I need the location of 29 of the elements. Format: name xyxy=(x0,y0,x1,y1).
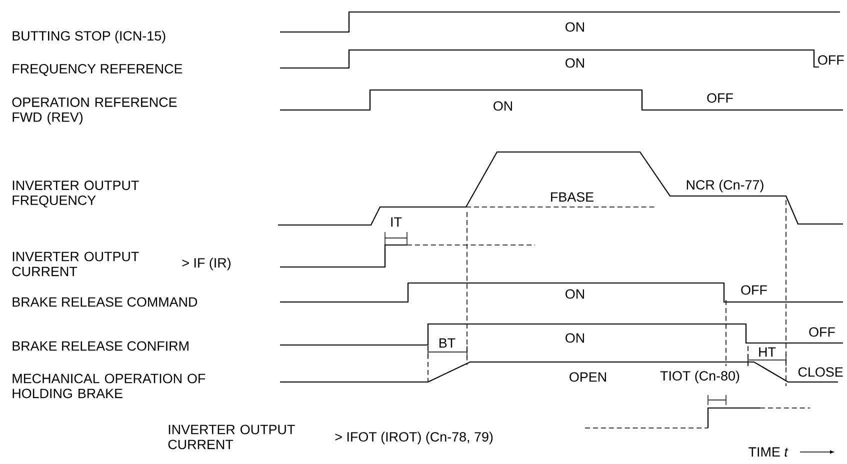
state-label: OFF xyxy=(818,55,844,65)
level-label: FBASE xyxy=(551,192,594,202)
signal-label: OPERATION REFERENCE FWD (REV) xyxy=(12,97,177,125)
signal-label: MECHANICAL OPERATION OF HOLDING BRAKE xyxy=(12,374,206,398)
signal-label: BUTTING STOP (ICN-15) xyxy=(12,30,166,44)
dimension-label: HT xyxy=(759,347,776,357)
state-label: CLOSE xyxy=(798,367,843,377)
state-label: ON xyxy=(566,333,584,343)
dimension-label: BT xyxy=(440,338,456,348)
threshold-label: > IFOT (IROT) (Cn-78, 79) xyxy=(335,432,493,444)
signal-label: BRAKE RELEASE CONFIRM xyxy=(12,341,188,351)
state-label: ON xyxy=(566,289,584,299)
signal-label: FREQUENCY REFERENCE xyxy=(12,64,182,76)
dimension-label: IT xyxy=(391,217,402,227)
threshold-label: > IF (IR) xyxy=(182,258,230,270)
signal-label: INVERTER OUTPUT FREQUENCY xyxy=(12,180,139,208)
dimension-label: TIOT (Cn-80) xyxy=(660,370,740,384)
state-label: OFF xyxy=(741,285,767,295)
state-label: ON xyxy=(566,58,584,68)
axis-label: TIME t xyxy=(748,447,788,457)
state-label: OFF xyxy=(809,327,835,337)
state-label: OFF xyxy=(707,93,733,103)
level-label: NCR (Cn-77) xyxy=(686,180,764,192)
signal-label: BRAKE RELEASE COMMAND xyxy=(12,297,198,307)
state-label: ON xyxy=(494,101,512,111)
state-label: ON xyxy=(566,22,584,32)
state-label: OPEN xyxy=(570,372,606,382)
signal-label: INVERTER OUTPUT CURRENT xyxy=(12,252,139,276)
signal-label: INVERTER OUTPUT CURRENT xyxy=(168,424,295,450)
